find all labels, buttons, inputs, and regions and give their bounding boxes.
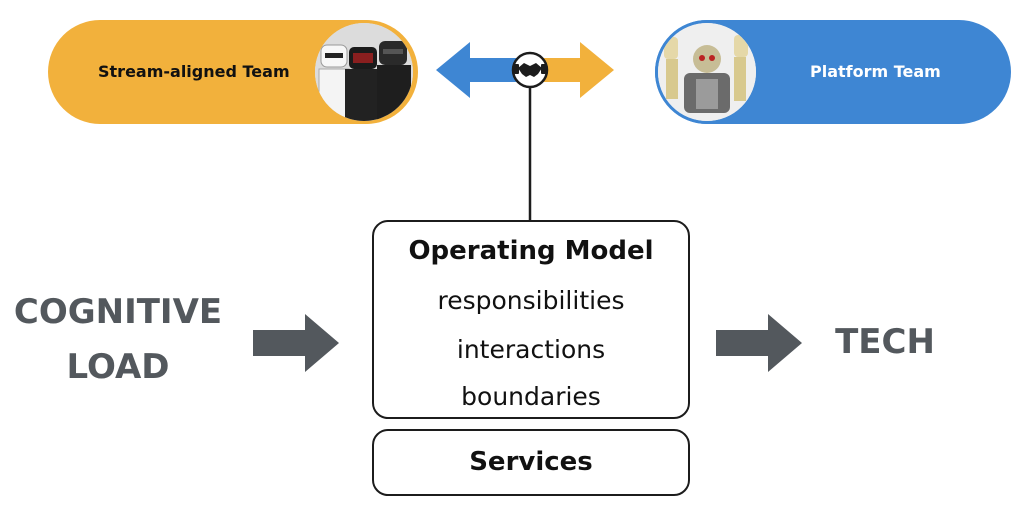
arrow-left-blue [436,42,530,98]
platform-team-label: Platform Team [810,62,941,81]
cognitive-load-arrow [253,314,339,372]
stream-aligned-team-label: Stream-aligned Team [98,62,290,81]
cognitive-load-line-2: LOAD [66,347,170,387]
droid-figures-icon [658,23,756,121]
tech-arrow [716,314,802,372]
model-item-interactions: interactions [456,335,606,364]
stormtrooper-figures-icon [315,23,413,121]
handshake-icon [514,63,546,77]
operating-model-box: Operating Model responsibilities interac… [372,220,690,419]
model-item-boundaries: boundaries [461,382,601,411]
tech-label: TECH [835,322,935,362]
services-box: Services [372,429,690,496]
platform-team-avatar [655,20,759,124]
cognitive-load-line-1: COGNITIVE [13,292,223,332]
operating-model-title: Operating Model [408,236,654,266]
model-item-responsibilities: responsibilities [437,286,625,315]
services-label: Services [469,447,593,477]
stream-aligned-team-avatar [312,20,416,124]
interaction-connector [436,42,614,222]
arrow-right-orange [530,42,614,98]
